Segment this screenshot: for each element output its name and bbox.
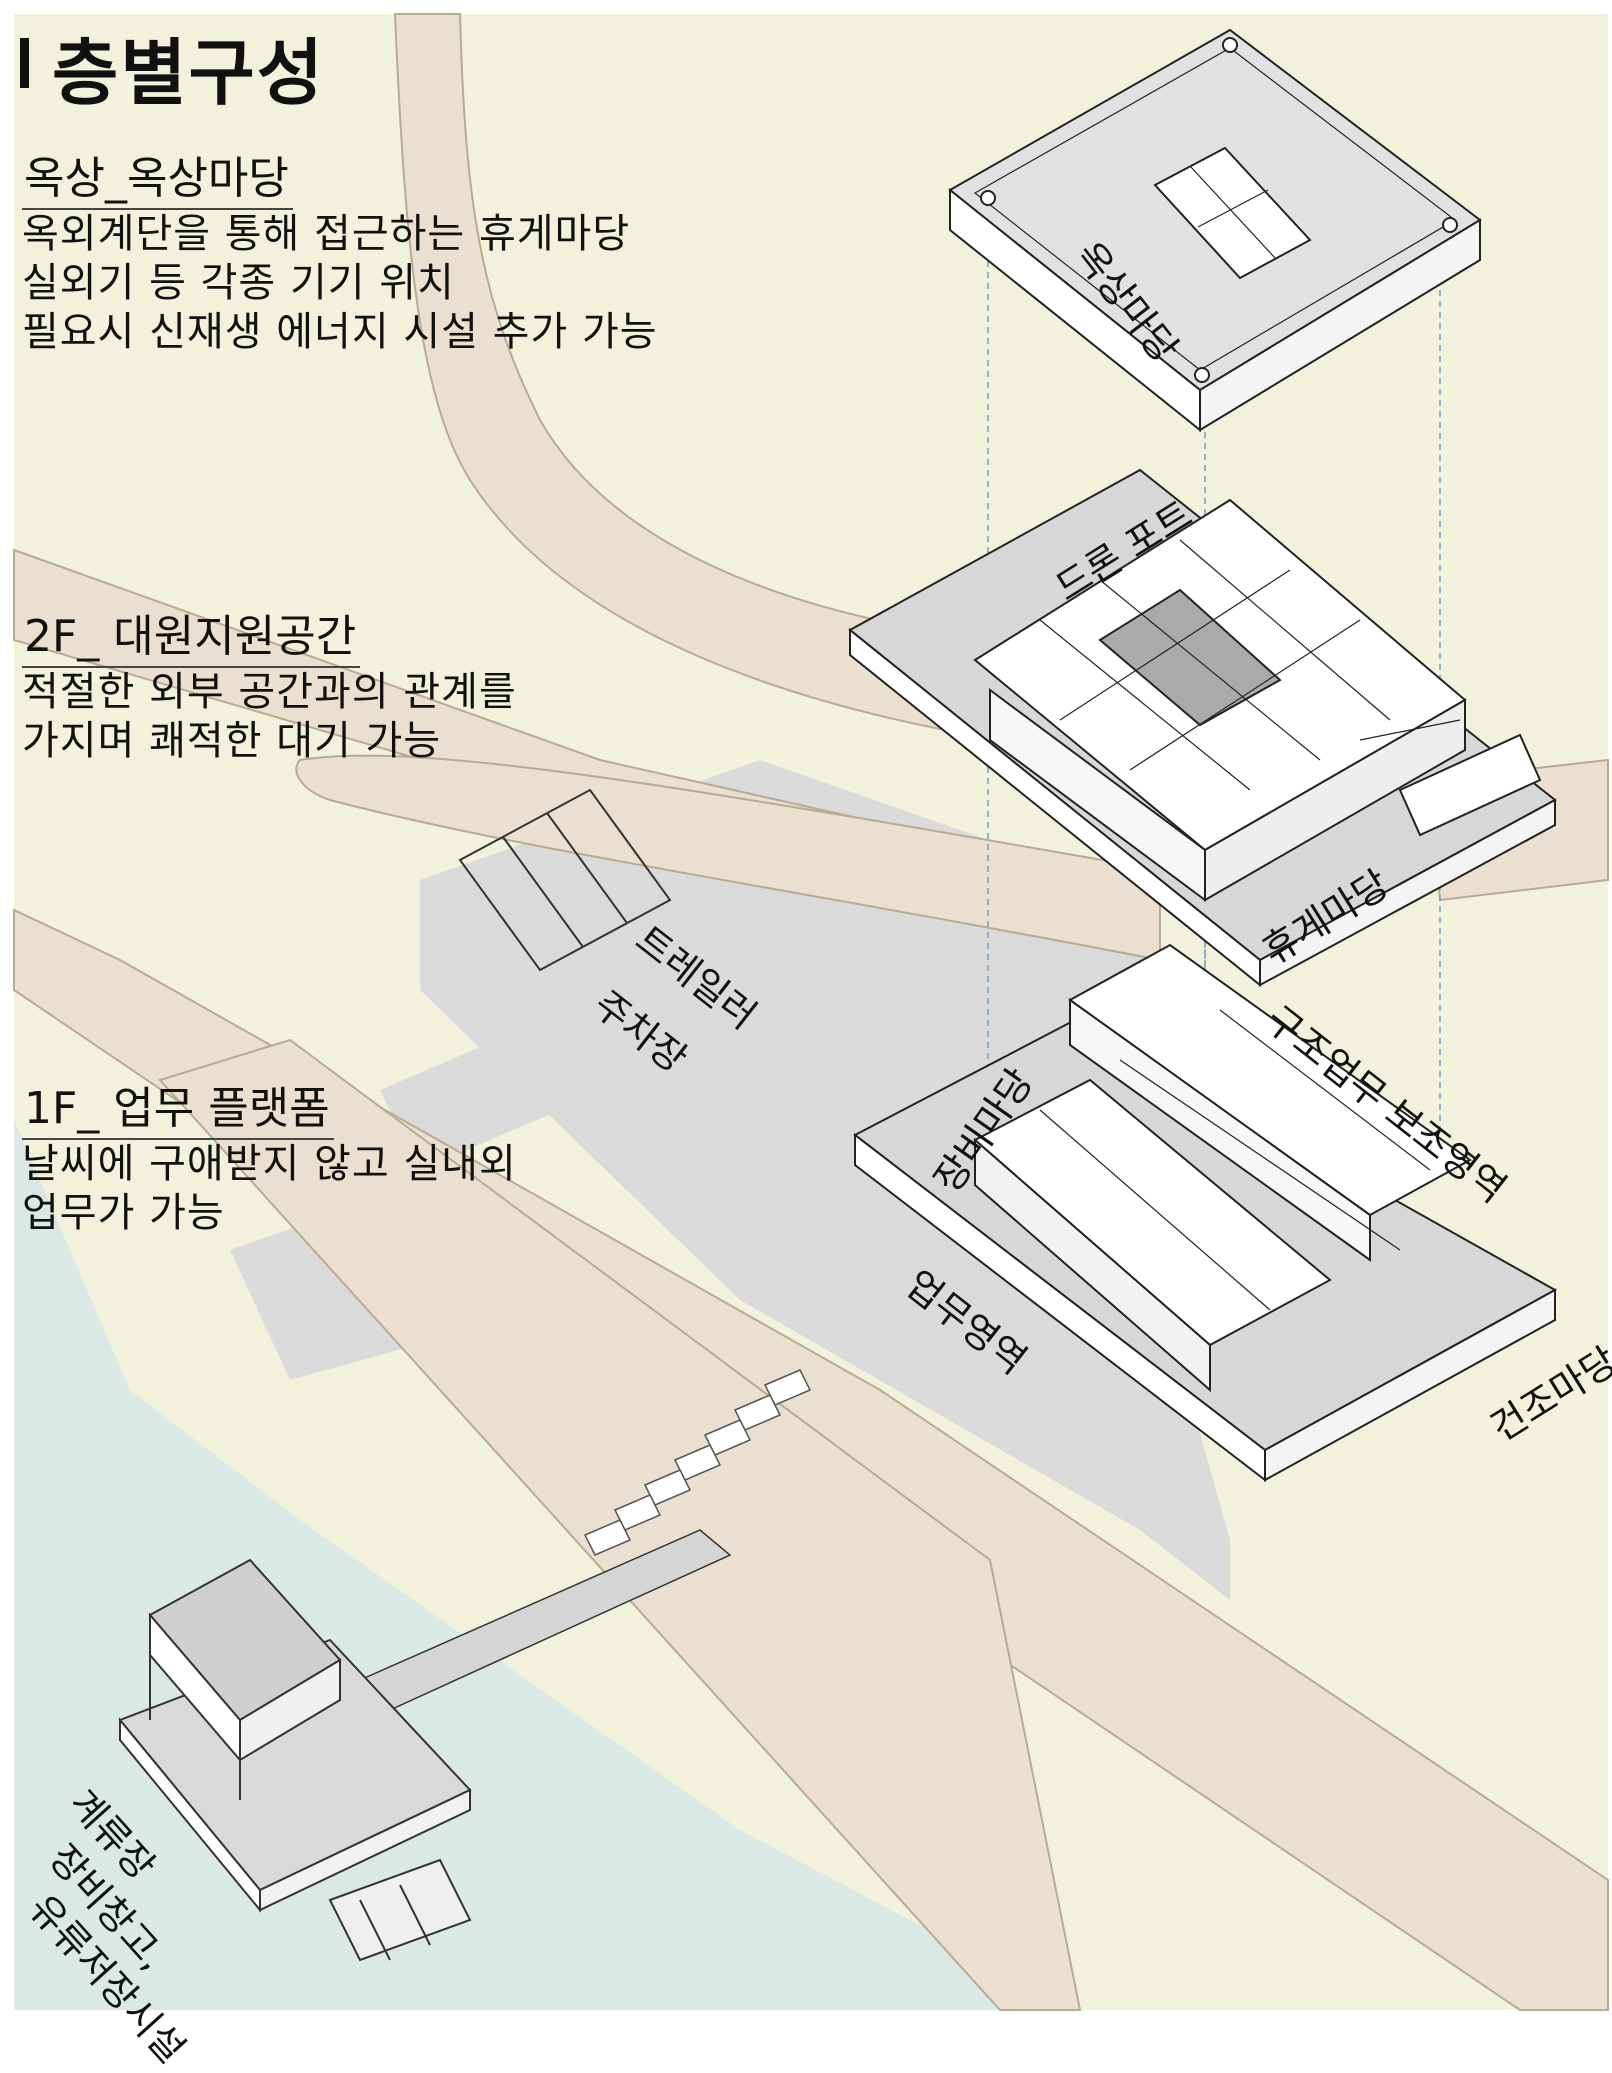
floor-composition-diagram: { "header": { "title": "층별구성" }, "sectio… [13,13,1612,2071]
section-roof-line: 실외기 등 각종 기기 위치 [22,260,455,306]
section-roof: 옥상_옥상마당 옥외계단을 통해 접근하는 휴게마당 실외기 등 각종 기기 위… [22,142,658,357]
section-2f-line: 가지며 쾌적한 대기 가능 [22,718,442,764]
section-roof-line: 옥외계단을 통해 접근하는 휴게마당 [22,211,631,257]
roof-slab [948,28,1482,433]
section-1f: 1F_ 업무 플랫폼 날씨에 구애받지 않고 실내외 업무가 가능 [22,1072,517,1238]
section-roof-line: 필요시 신재생 에너지 시설 추가 가능 [22,309,658,355]
section-1f-line: 업무가 가능 [22,1190,225,1236]
crosswalk [583,1369,812,1556]
paved-yard [420,760,1230,1600]
section-2f-title: 2F_ 대원지원공간 [22,600,361,668]
section-2f-line: 적절한 외부 공간과의 관계를 [22,669,517,715]
page-title: 층별구성 [52,31,325,115]
section-1f-line: 날씨에 구애받지 않고 실내외 [22,1141,517,1187]
site-map [13,13,1609,2011]
parking-stalls [458,788,672,972]
section-1f-title: 1F_ 업무 플랫폼 [22,1072,334,1140]
section-2f: 2F_ 대원지원공간 적절한 외부 공간과의 관계를 가지며 쾌적한 대기 가능 [22,600,517,766]
floor-2f [848,468,1557,988]
title-bar [20,38,29,88]
mooring-facility [118,1558,472,1962]
floor-1f [853,943,1558,1483]
road-branch [295,754,1161,962]
section-roof-title: 옥상_옥상마당 [22,142,293,210]
